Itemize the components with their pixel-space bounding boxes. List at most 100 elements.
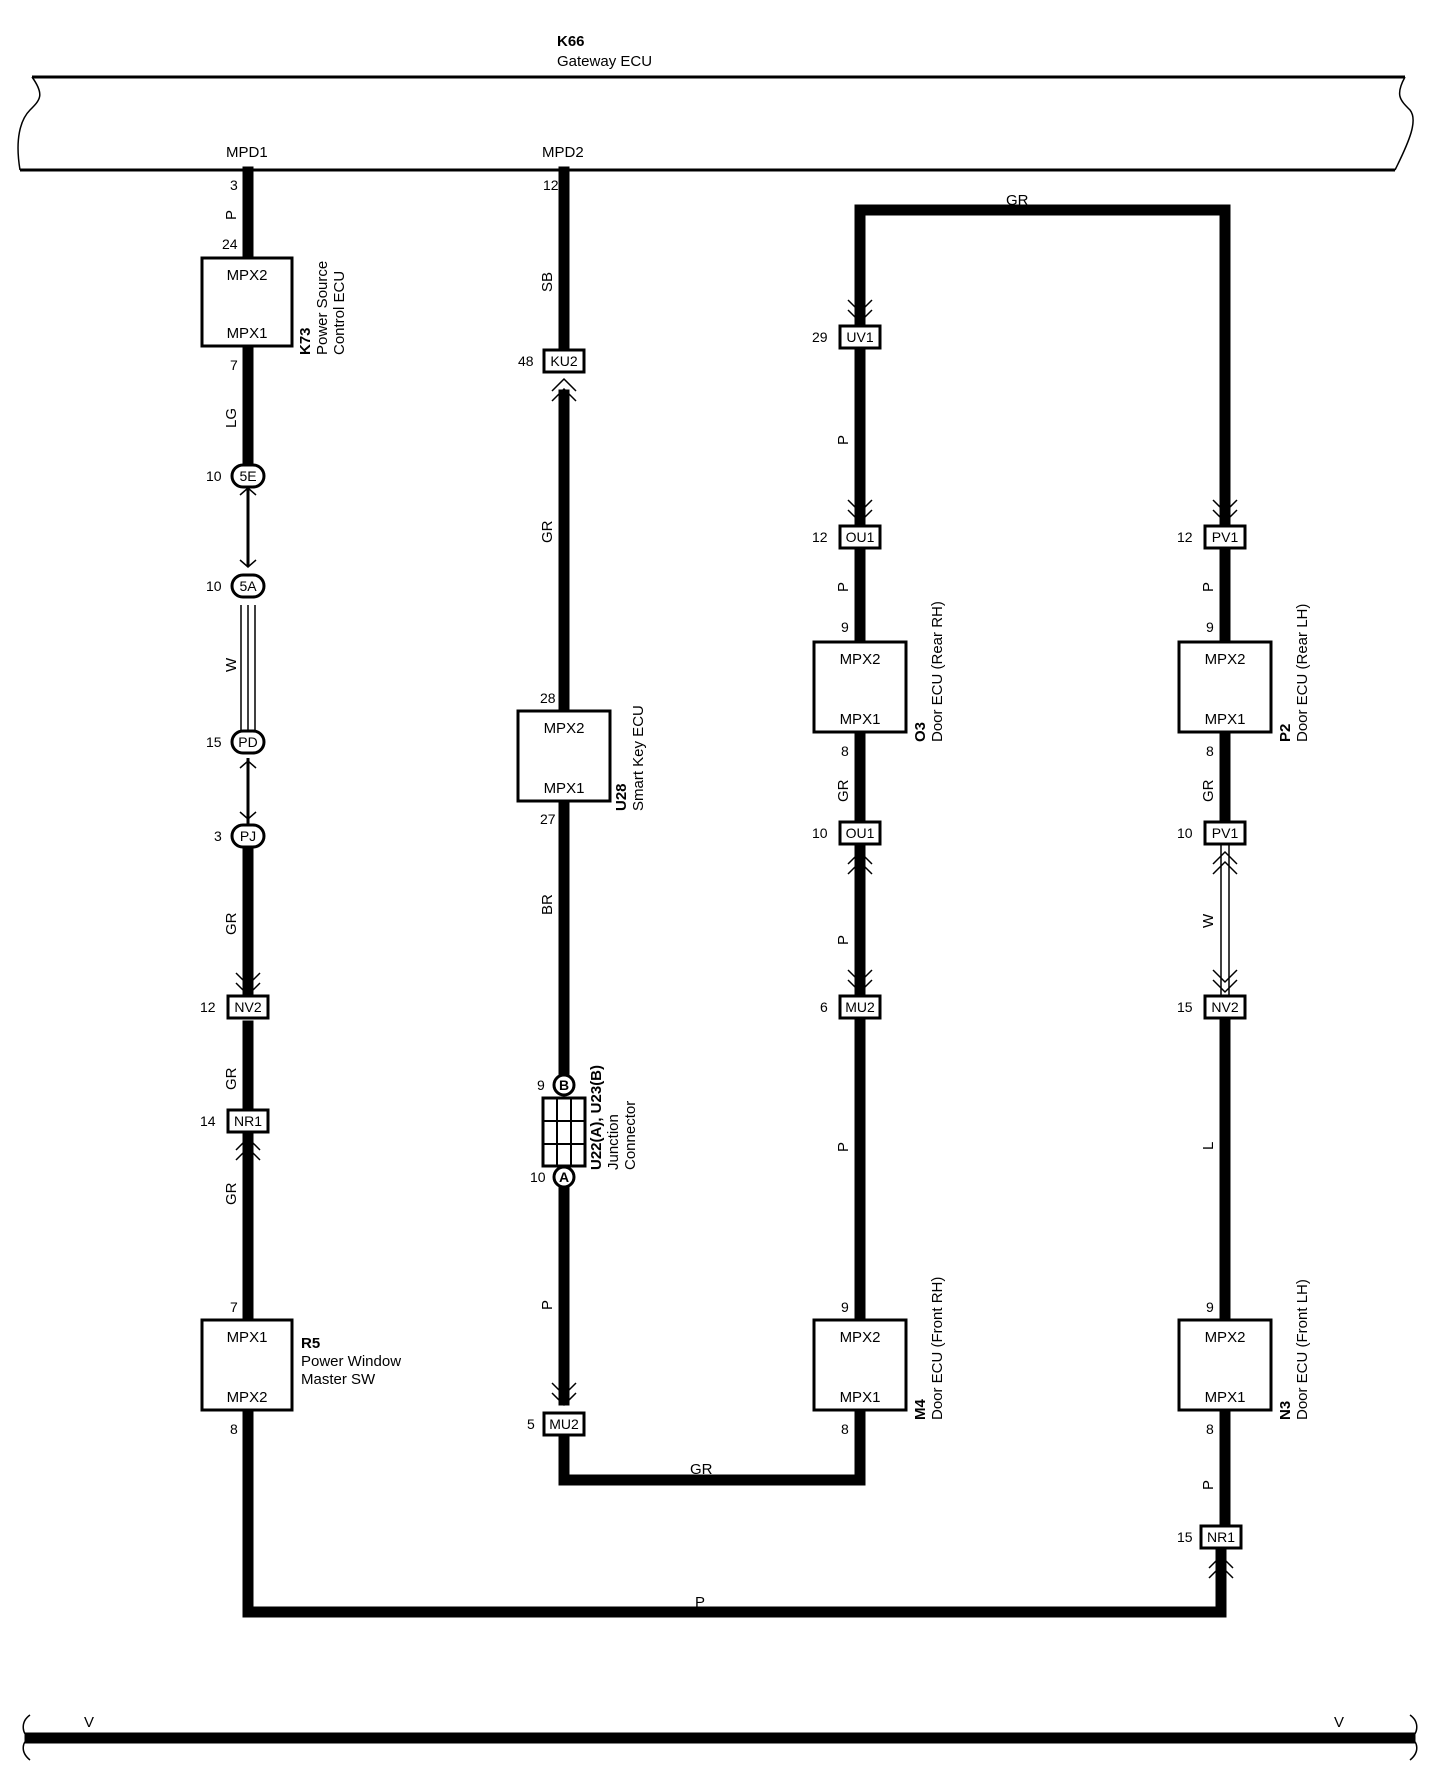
ecu-u28-smart-key: MPX2 MPX1 U28 Smart Key ECU [516, 705, 647, 811]
svg-text:A: A [559, 1169, 569, 1185]
pin-label: 9 [841, 1299, 849, 1315]
wire-color-label: GR [1200, 779, 1217, 802]
pin-label: 29 [812, 329, 828, 345]
pin-label: 15 [206, 734, 222, 750]
svg-text:OU1: OU1 [846, 825, 875, 841]
r5-name-2: Master SW [301, 1371, 376, 1388]
connector-nv2-right: NV2 [1203, 994, 1247, 1020]
o3-code: O3 [912, 722, 929, 742]
k73-name-2: Control ECU [331, 271, 348, 355]
junction-connector-u22-u23: B 9 A 10 U22(A), U23(B) Junction Connect… [530, 1065, 639, 1189]
pin-label: 7 [230, 1299, 238, 1315]
connector-mu2-left: MU2 [542, 1411, 586, 1437]
svg-text:PV1: PV1 [1212, 529, 1239, 545]
pin-label: 27 [540, 811, 556, 827]
connector-pv1-upper: PV1 [1203, 524, 1247, 550]
pin-label: 9 [1206, 1299, 1214, 1315]
connector-pd: PD [230, 729, 266, 755]
pin-label: 3 [214, 828, 222, 844]
svg-text:OU1: OU1 [846, 529, 875, 545]
wire-color-label: GR [539, 520, 556, 543]
wire-color-label: GR [1006, 192, 1029, 209]
k73-top-port: MPX2 [227, 267, 268, 284]
u28-name-1: Smart Key ECU [630, 705, 647, 811]
wire-color-label: W [223, 657, 240, 672]
n3-bottom-port: MPX1 [1205, 1389, 1246, 1406]
column-2-wiring [558, 166, 866, 1486]
o3-bottom-port: MPX1 [840, 711, 881, 728]
wire-color-label: P [539, 1300, 556, 1310]
wire-color-label: P [695, 1594, 705, 1611]
svg-text:9: 9 [537, 1077, 545, 1093]
pin-label: 12 [1177, 529, 1193, 545]
m4-bottom-port: MPX1 [840, 1389, 881, 1406]
svg-text:5E: 5E [239, 468, 256, 484]
wire-color-label: BR [539, 894, 556, 915]
wire-color-label: GR [223, 1182, 240, 1205]
u28-top-port: MPX2 [544, 720, 585, 737]
n3-code: N3 [1277, 1401, 1294, 1420]
pin-label: 28 [540, 690, 556, 706]
k73-bottom-port: MPX1 [227, 325, 268, 342]
gateway-name: Gateway ECU [557, 53, 652, 70]
pin-label: 10 [1177, 825, 1193, 841]
pin-label: 10 [206, 468, 222, 484]
connector-mu2-right: MU2 [838, 994, 882, 1020]
pin-label: 9 [841, 619, 849, 635]
u28-bottom-port: MPX1 [544, 780, 585, 797]
svg-text:MU2: MU2 [549, 1416, 579, 1432]
gateway-code: K66 [557, 33, 585, 50]
wire-color-label: P [835, 935, 852, 945]
ecu-p2-door-rear-lh: MPX2 MPX1 P2 Door ECU (Rear LH) [1177, 604, 1311, 742]
svg-text:B: B [559, 1077, 569, 1093]
m4-name-1: Door ECU (Front RH) [929, 1277, 946, 1420]
connector-pv1-lower: PV1 [1203, 820, 1247, 846]
pin-label: 12 [543, 177, 559, 193]
connector-nv2-left: NV2 [226, 994, 270, 1020]
wire-color-label: P [835, 435, 852, 445]
connector-ku2: KU2 [542, 348, 586, 374]
wire-color-label: P [835, 1142, 852, 1152]
gateway-port-mpd2: MPD2 [542, 144, 584, 161]
n3-top-port: MPX2 [1205, 1329, 1246, 1346]
wire-color-label: GR [223, 1067, 240, 1090]
connector-ou1-upper: OU1 [838, 524, 882, 550]
ecu-n3-door-front-lh: MPX2 MPX1 N3 Door ECU (Front LH) [1177, 1279, 1311, 1420]
pin-label: 3 [230, 177, 238, 193]
wire-color-label: W [1200, 913, 1217, 928]
ground-label-left: V [84, 1714, 94, 1731]
svg-text:KU2: KU2 [550, 353, 577, 369]
wire-color-label: LG [223, 408, 240, 428]
wire-color-label: GR [690, 1461, 713, 1478]
svg-text:5A: 5A [239, 578, 257, 594]
connector-pj: PJ [230, 823, 266, 849]
pin-label: 5 [527, 1416, 535, 1432]
ecu-r5-power-window-master: MPX1 MPX2 R5 Power Window Master SW [200, 1318, 401, 1412]
junction-code: U22(A), U23(B) [588, 1065, 605, 1170]
pin-label: 12 [200, 999, 216, 1015]
ecu-o3-door-rear-rh: MPX2 MPX1 O3 Door ECU (Rear RH) [812, 601, 946, 742]
svg-text:UV1: UV1 [846, 329, 873, 345]
pin-label: 15 [1177, 999, 1193, 1015]
pin-label: 48 [518, 353, 534, 369]
wire-color-label: GR [223, 912, 240, 935]
junction-name-2: Connector [622, 1101, 639, 1170]
pin-label: 8 [230, 1421, 238, 1437]
svg-text:NR1: NR1 [1207, 1529, 1235, 1545]
r5-name-1: Power Window [301, 1353, 401, 1370]
r5-bottom-port: MPX2 [227, 1389, 268, 1406]
m4-top-port: MPX2 [840, 1329, 881, 1346]
o3-name-1: Door ECU (Rear RH) [929, 601, 946, 742]
r5-code: R5 [301, 1335, 320, 1352]
svg-text:NV2: NV2 [234, 999, 261, 1015]
pin-label: 8 [841, 743, 849, 759]
connector-ou1-lower: OU1 [838, 820, 882, 846]
wire-color-label: P [1200, 582, 1217, 592]
k73-code: K73 [297, 327, 314, 355]
pin-label: 24 [222, 236, 238, 252]
connector-nr1-left: NR1 [226, 1108, 270, 1134]
n3-name-1: Door ECU (Front LH) [1294, 1279, 1311, 1420]
wire-color-label: GR [835, 779, 852, 802]
junction-name-1: Junction [605, 1114, 622, 1170]
